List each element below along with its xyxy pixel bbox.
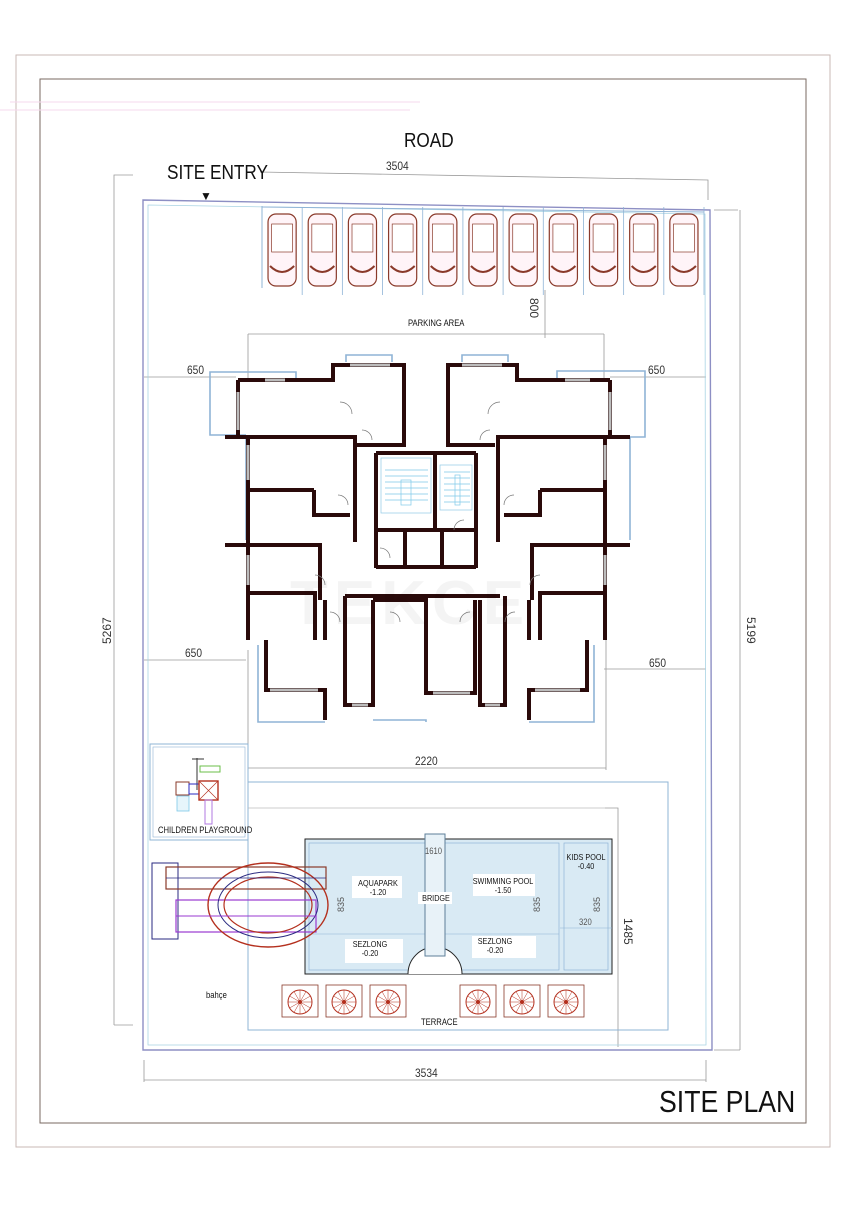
umbrella-sunbed-icon: [325, 984, 363, 1018]
pool-depth-dim-1: 835: [336, 896, 346, 912]
apartment-building: [209, 354, 646, 723]
pool-depth-dim-2: 835: [532, 896, 542, 912]
dimension-lines: [113, 171, 741, 1082]
bridge-length-dimension: 1610: [425, 846, 443, 856]
parking-space: [267, 207, 303, 295]
setback-right-lower: 650: [649, 656, 667, 670]
sezlong-left-label: SEZLONG-0.20: [352, 939, 388, 958]
garden-label: bahçe: [206, 990, 227, 1000]
watermark: TEKCE: [290, 568, 530, 639]
site-entry-label: SITE ENTRY: [167, 162, 268, 184]
parking-space: [508, 207, 544, 295]
umbrella-sunbed-icon: [281, 984, 319, 1018]
bottom-width-dimension: 3534: [415, 1066, 438, 1080]
parking-space: [347, 207, 383, 295]
setback-left-lower: 650: [185, 646, 203, 660]
sezlong-right-label: SEZLONG-0.20: [477, 936, 513, 955]
windows: [236, 363, 612, 707]
right-height-dimension: 5199: [744, 617, 758, 644]
umbrella-sunbed-icon: [459, 984, 497, 1018]
pool-depth-dim-3: 835: [592, 896, 602, 912]
aquapark-label: AQUAPARK-1.20: [358, 878, 398, 897]
parking-space: [629, 207, 665, 295]
top-width-dimension: 3504: [386, 159, 409, 173]
doors: [314, 401, 541, 623]
kids-pool-width-dimension: 320: [579, 917, 592, 927]
parking-space: [307, 207, 343, 295]
left-height-dimension: 5267: [100, 617, 114, 644]
drawing-title: SITE PLAN: [659, 1084, 796, 1119]
playground-label: CHILDREN PLAYGROUND: [158, 825, 253, 835]
umbrella-sunbed-icon: [503, 984, 541, 1018]
umbrella-sunbed-icon: [547, 984, 585, 1018]
road-label: ROAD: [404, 130, 454, 152]
parking-space: [588, 207, 625, 295]
children-playground-area: [149, 743, 249, 841]
water-slide: [151, 862, 329, 948]
parking-space: [387, 207, 424, 295]
parking-space: [669, 207, 705, 295]
building-width-dimension: 2220: [415, 754, 438, 768]
swimming-pool-label: SWIMMING POOL-1.50: [472, 876, 534, 895]
setback-left-upper: 650: [187, 363, 205, 377]
inner-frame: [39, 78, 807, 1124]
parking-depth-dimension: 800: [527, 298, 541, 319]
parking-space: [468, 207, 504, 295]
umbrella-sunbed-icon: [369, 984, 407, 1018]
bridge-label: BRIDGE: [422, 893, 450, 903]
outer-frame: [15, 54, 831, 1148]
terrace-umbrellas: [281, 984, 585, 1018]
terrace-label: TERRACE: [421, 1017, 458, 1027]
site-entry-arrow-icon: ▼: [200, 189, 212, 203]
pool-area-depth-dimension: 1485: [621, 918, 635, 945]
stairs: [380, 457, 473, 514]
site-boundary: [142, 199, 713, 1051]
pool-area: [247, 781, 669, 1031]
setback-right-upper: 650: [648, 363, 666, 377]
parking-area: [261, 206, 705, 295]
parking-space: [428, 207, 464, 295]
parking-area-label: PARKING AREA: [408, 318, 465, 328]
kids-pool-label: KIDS POOL-0.40: [566, 852, 606, 871]
parking-space: [548, 207, 584, 295]
